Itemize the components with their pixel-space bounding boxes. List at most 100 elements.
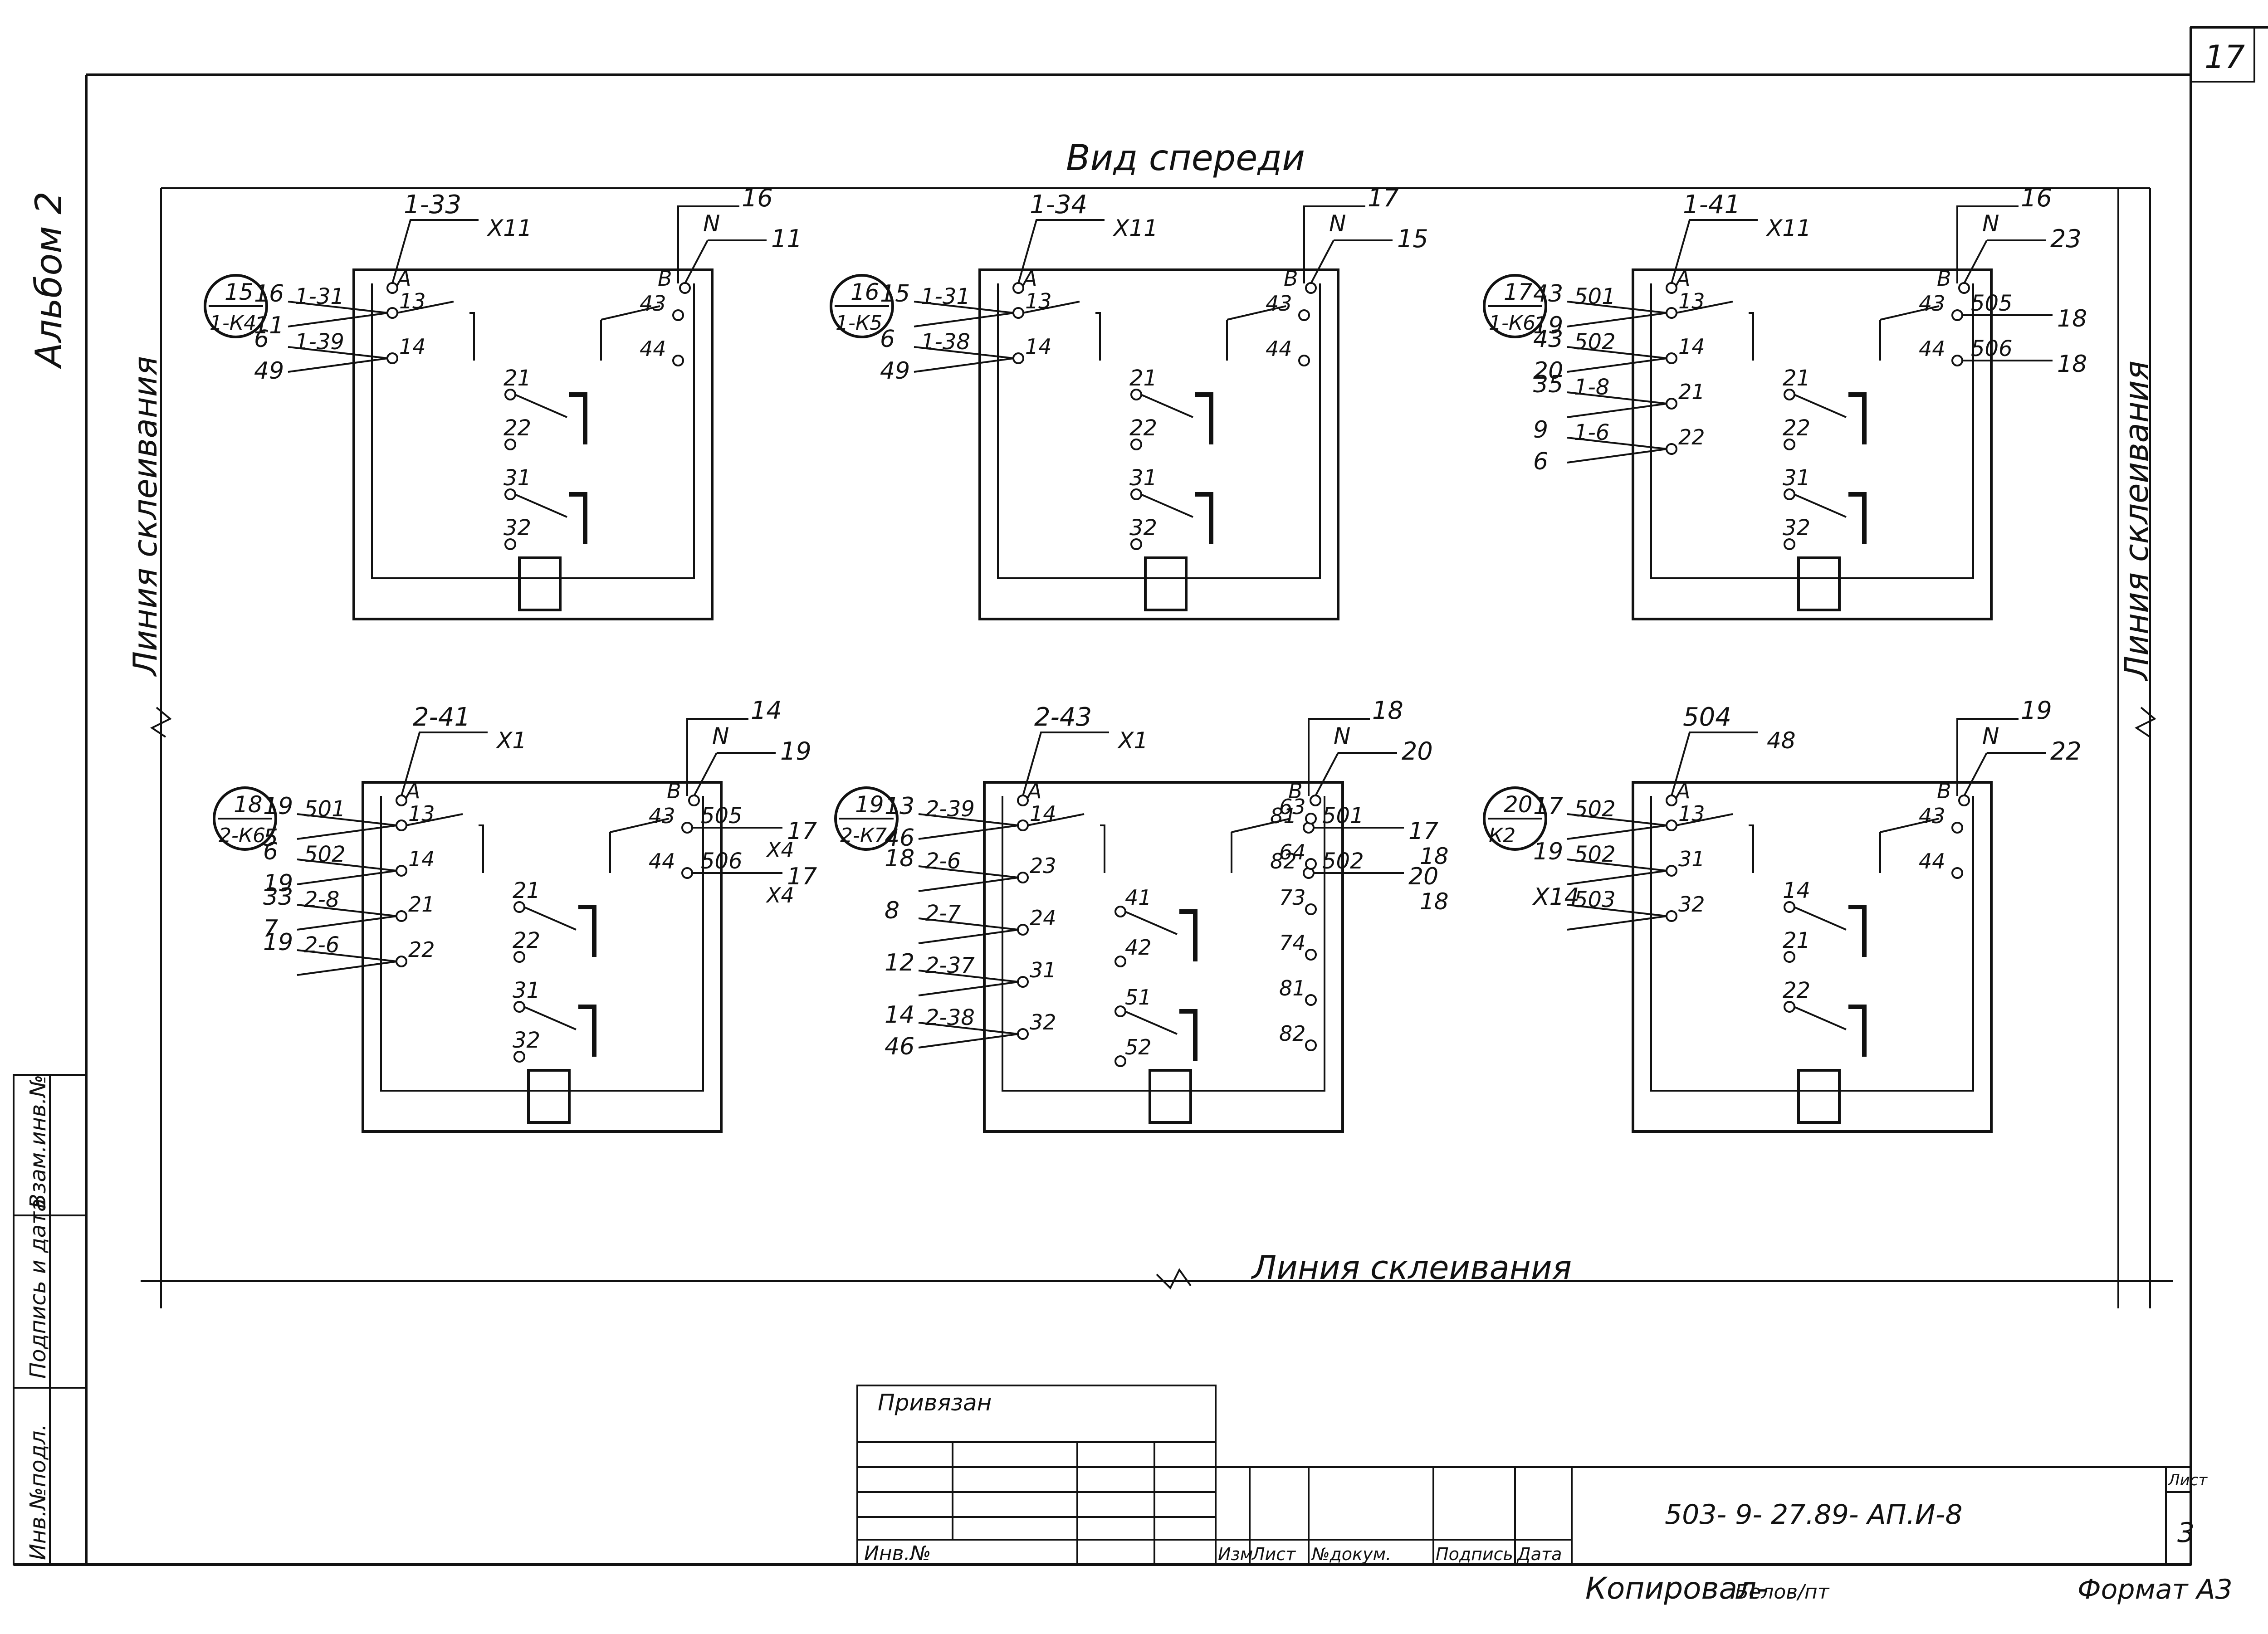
left-wire xyxy=(297,904,397,917)
terminal-point xyxy=(396,819,407,831)
left-wire-label: 2-39 xyxy=(925,796,975,822)
terminal-label-right: 43 xyxy=(1266,291,1292,316)
view-title: Вид спереди xyxy=(1066,138,1305,179)
side-label-inv-podl: Инв.№подл. xyxy=(25,1424,51,1560)
terminal-point xyxy=(1310,795,1321,806)
supply-b-wire xyxy=(677,205,739,283)
left-wire-label: 501 xyxy=(1574,284,1616,309)
relay-19: 192-К7А2-43Х1В18N20142-391346232-618242-… xyxy=(834,696,1449,1133)
left-wire xyxy=(1567,301,1667,314)
relay-badge-id: 16 xyxy=(850,279,880,305)
supply-a-tag: Х11 xyxy=(1765,215,1811,241)
relay-badge xyxy=(204,274,268,338)
right-wire-label: 505 xyxy=(701,803,743,829)
left-number: 19 xyxy=(263,929,293,956)
glue-line-bottom: Линия склеивания xyxy=(1251,1249,1572,1287)
supply-b-right: 20 xyxy=(1402,737,1433,766)
left-number: 16 xyxy=(254,280,284,307)
terminal-label-a: А xyxy=(1022,266,1037,291)
relay-badge-id: 19 xyxy=(855,791,884,818)
supply-b-right: 19 xyxy=(780,737,811,766)
terminal-point xyxy=(513,1051,525,1063)
terminal-point xyxy=(1114,1055,1126,1067)
supply-b-tag: N xyxy=(1334,723,1350,749)
terminal-label-right: 44 xyxy=(1919,337,1945,361)
terminal-label-a: А xyxy=(396,266,411,291)
left-wire xyxy=(1567,904,1667,917)
left-number: 43 xyxy=(1533,326,1563,353)
terminal-label-lower: 32 xyxy=(1783,515,1810,541)
left-wire-label: 2-6 xyxy=(925,849,961,874)
supply-b-top: 16 xyxy=(742,184,773,212)
left-wire-label: 502 xyxy=(1574,796,1616,822)
terminal-point xyxy=(1130,439,1142,450)
supply-b-top: 18 xyxy=(1372,696,1403,725)
relay-badge-id: 15 xyxy=(225,279,254,305)
right-number: 17 xyxy=(787,863,817,890)
terminal-point xyxy=(386,282,398,294)
terminal-point xyxy=(396,910,407,922)
left-wire-2 xyxy=(914,312,1014,327)
right-wire-label: 506 xyxy=(701,849,743,874)
supply-b-right: 23 xyxy=(2050,224,2082,253)
terminal-label-left: 14 xyxy=(1678,334,1705,359)
left-number: 8 xyxy=(885,897,899,924)
relay-badge-name: 1-К5 xyxy=(836,312,882,335)
left-number: 12 xyxy=(885,949,914,976)
left-wire xyxy=(914,346,1014,359)
left-side-number: 11 xyxy=(254,312,284,339)
supply-a-tag: Х1 xyxy=(1117,727,1148,754)
supply-b-wire-2 xyxy=(684,240,709,284)
terminal-label-lower: 31 xyxy=(1129,465,1157,491)
left-number: 9 xyxy=(1533,416,1548,444)
terminal-label-lower: 31 xyxy=(513,978,540,1003)
terminal-point xyxy=(1305,813,1317,824)
supply-a-wire xyxy=(1671,219,1758,284)
terminal-label-right-col: 64 xyxy=(1279,840,1306,864)
supply-b-wire xyxy=(1956,205,2019,283)
terminal-label-right-col: 81 xyxy=(1279,976,1306,1000)
right-tag: Х4 xyxy=(766,838,794,862)
left-number: 17 xyxy=(1533,793,1563,820)
left-side-number: 49 xyxy=(880,357,910,385)
lower-contact-blade xyxy=(523,906,577,931)
left-wire-label: 2-8 xyxy=(304,887,339,912)
terminal-label-right: 44 xyxy=(1919,849,1945,873)
lower-contact-stop xyxy=(1195,392,1213,444)
left-wire xyxy=(1567,858,1667,872)
contact-blade xyxy=(1676,813,1733,826)
left-wire xyxy=(1567,391,1667,405)
terminal-label-left: 22 xyxy=(408,937,435,962)
lower-contact-blade xyxy=(1140,394,1193,418)
terminal-label-right: 44 xyxy=(649,849,675,873)
left-side-number: 6 xyxy=(1533,448,1548,475)
terminal-label-lower: 32 xyxy=(513,1028,540,1053)
left-wire xyxy=(1567,813,1667,826)
supply-b-right: 15 xyxy=(1397,224,1428,253)
terminal-point xyxy=(1784,1001,1795,1013)
relay-17: 171-К6А1-41Х11В16N2313501431914502432021… xyxy=(1483,184,2087,620)
supply-b-wire xyxy=(1303,205,1365,283)
relay-inner-frame xyxy=(997,283,1321,579)
left-wire-2 xyxy=(1567,915,1667,931)
terminal-point xyxy=(1784,538,1795,550)
terminal-point xyxy=(386,352,398,364)
lower-contact-stop xyxy=(578,905,596,957)
lower-contact-stop xyxy=(1848,492,1867,544)
terminal-point xyxy=(396,865,407,877)
terminal-point xyxy=(1305,949,1317,961)
supply-b-top: 17 xyxy=(1368,184,1399,212)
right-wire-label: 501 xyxy=(1322,803,1364,829)
terminal-label-b: В xyxy=(1937,779,1951,803)
stamp-list-value: 3 xyxy=(2177,1517,2195,1549)
left-wire-2 xyxy=(288,312,388,327)
left-side-number: 20 xyxy=(1533,357,1563,385)
relay-badge-name: 2-К7 xyxy=(840,824,887,847)
middle-contact-blade xyxy=(1124,1010,1178,1035)
left-wire xyxy=(918,970,1019,983)
supply-b-wire-2 xyxy=(1315,752,1339,796)
terminal-label-lower: 31 xyxy=(503,465,531,491)
supply-b-tag: N xyxy=(703,210,720,237)
stamp-col-dokum: №докум. xyxy=(1311,1544,1391,1564)
